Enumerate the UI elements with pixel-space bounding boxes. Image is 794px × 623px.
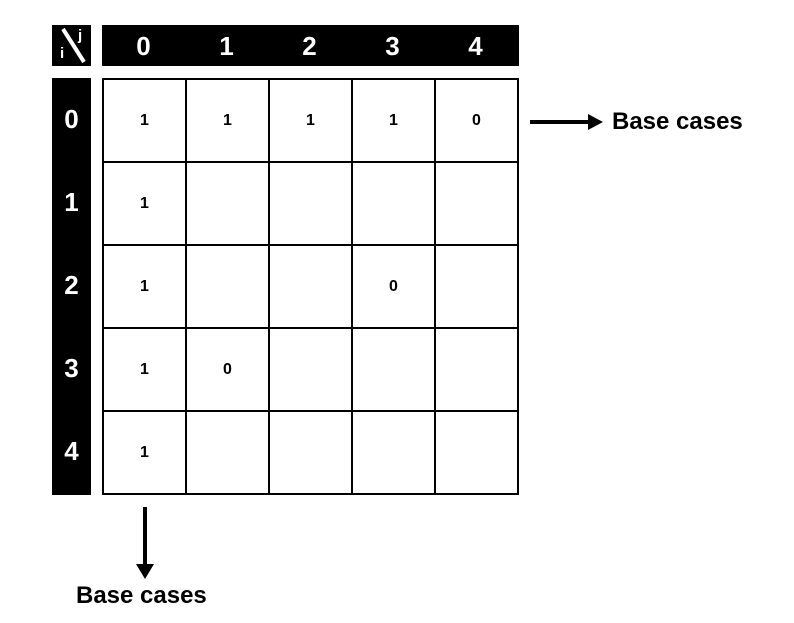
diagonal-divider	[61, 27, 86, 64]
table-cell-0-0: 1	[102, 78, 187, 163]
right-arrow-icon	[530, 114, 603, 130]
table-cell-3-1: 0	[185, 327, 270, 412]
col-index-label: j	[78, 27, 83, 44]
corner-header-cell: i j	[52, 25, 91, 66]
column-header-0: 0	[136, 31, 151, 61]
row-header-1: 1	[64, 187, 79, 217]
table-cell-0-2: 1	[268, 78, 353, 163]
row-header-3: 3	[64, 353, 79, 383]
row-header-0: 0	[64, 104, 79, 134]
table-cell-3-2	[268, 327, 353, 412]
table-cell-4-0: 1	[102, 410, 187, 495]
table-cell-3-0: 1	[102, 327, 187, 412]
table-cell-4-3	[351, 410, 436, 495]
table-cell-2-2	[268, 244, 353, 329]
column-header-4: 4	[468, 31, 483, 61]
base-cases-label-bottom: Base cases	[76, 582, 207, 609]
row-index-label: i	[60, 45, 65, 62]
base-cases-label-right: Base cases	[612, 108, 743, 135]
table-cell-3-4	[434, 327, 519, 412]
table-cell-0-1: 1	[185, 78, 270, 163]
row-header-4: 4	[64, 436, 79, 466]
table-cell-2-1	[185, 244, 270, 329]
table-cell-1-0: 1	[102, 161, 187, 246]
table-cell-4-4	[434, 410, 519, 495]
table-cell-4-2	[268, 410, 353, 495]
table-cell-2-4	[434, 244, 519, 329]
table-cell-2-3: 0	[351, 244, 436, 329]
table-cell-0-3: 1	[351, 78, 436, 163]
row-header-2: 2	[64, 270, 79, 300]
down-arrow-icon	[136, 507, 154, 579]
table-cell-0-4: 0	[434, 78, 519, 163]
table-cell-1-4	[434, 161, 519, 246]
table-cell-2-0: 1	[102, 244, 187, 329]
column-header-2: 2	[302, 31, 317, 61]
table-cell-3-3	[351, 327, 436, 412]
table-cell-1-3	[351, 161, 436, 246]
row-header-bar: 0 1 2 3 4	[52, 78, 91, 495]
column-header-1: 1	[219, 31, 234, 61]
table-cell-1-1	[185, 161, 270, 246]
column-header-bar: 0 1 2 3 4	[102, 25, 519, 66]
column-header-3: 3	[385, 31, 400, 61]
table-cell-1-2	[268, 161, 353, 246]
table-cell-4-1	[185, 410, 270, 495]
